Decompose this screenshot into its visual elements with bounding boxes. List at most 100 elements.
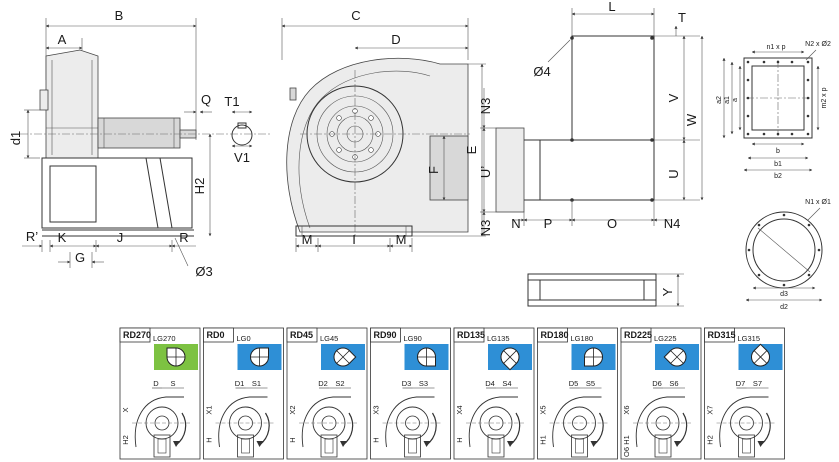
card-rd-label: RD180 — [541, 330, 569, 340]
front-view: C D E F — [281, 8, 486, 252]
card-s-label: S1 — [252, 379, 261, 388]
outlet-view: L T Ø4 V U W N3 U’ N3 — [478, 0, 704, 307]
card-rd-label: RD315 — [708, 330, 736, 340]
card-rd-label: RD0 — [207, 330, 225, 340]
card-d-label: D1 — [235, 379, 245, 388]
label-d3: d3 — [780, 291, 788, 298]
label-A: A — [58, 32, 67, 47]
label-G: G — [75, 250, 85, 265]
label-T1: T1 — [224, 94, 239, 109]
card-h-label: H2 — [121, 435, 130, 445]
label-d1: d1 — [8, 131, 23, 145]
label-Y: Y — [660, 287, 675, 296]
label-b: b — [776, 148, 780, 155]
label-Q: Q — [201, 92, 211, 107]
label-E: E — [464, 145, 479, 154]
label-R: R — [179, 230, 188, 245]
label-V1: V1 — [234, 150, 250, 165]
card-rd-label: RD135 — [457, 330, 485, 340]
card-x-label: X5 — [539, 405, 548, 414]
card-lg-label: LG270 — [153, 334, 176, 343]
label-N4: N4 — [664, 216, 681, 231]
card-rd-label: RD270 — [123, 330, 151, 340]
label-O: O — [607, 216, 617, 231]
orientation-icon — [663, 347, 687, 367]
card-d-label: D3 — [402, 379, 412, 388]
label-n1xp: n1 x p — [766, 44, 785, 51]
label-W: W — [684, 113, 699, 126]
label-a1: a1 — [724, 96, 731, 104]
orientation-icon — [417, 347, 436, 367]
card-h-label: H — [455, 437, 464, 442]
label-b2: b2 — [774, 173, 782, 180]
card-d-label: D5 — [569, 379, 579, 388]
side-view: B A d1 Q T1 — [8, 8, 270, 279]
card-d-label: D2 — [318, 379, 328, 388]
card-d-label: D6 — [652, 379, 662, 388]
label-N1xO1: N1 x Ø1 — [805, 199, 831, 206]
card-x-label: X2 — [288, 405, 297, 414]
label-N3-top: N3 — [478, 98, 493, 115]
card-s-label: S4 — [502, 379, 511, 388]
card-lg-label: LG180 — [571, 334, 594, 343]
card-d-label: D — [153, 379, 159, 388]
label-O4: Ø4 — [533, 64, 550, 79]
label-J: J — [117, 230, 124, 245]
label-U: U — [666, 169, 681, 178]
label-T: T — [678, 10, 686, 25]
label-F: F — [426, 166, 441, 174]
card-h2-label: O6 — [622, 447, 631, 457]
card-x-label: X3 — [372, 405, 381, 414]
label-H2: H2 — [192, 178, 207, 195]
label-K: K — [58, 230, 67, 245]
label-Rprime: R’ — [26, 229, 38, 244]
card-d-label: D7 — [736, 379, 746, 388]
card-rd-label: RD45 — [290, 330, 313, 340]
card-h-label: H — [288, 437, 297, 442]
label-V: V — [666, 93, 681, 102]
card-x-label: X6 — [622, 405, 631, 414]
label-M-left: M — [302, 232, 313, 247]
label-M-right: M — [396, 232, 407, 247]
orientation-icon — [584, 347, 603, 367]
card-s-label: S2 — [335, 379, 344, 388]
label-a2: a2 — [716, 96, 723, 104]
label-D: D — [391, 32, 400, 47]
label-Uprime: U’ — [478, 166, 493, 178]
label-L: L — [608, 0, 615, 14]
card-h-label: H1 — [539, 435, 548, 445]
orientation-icon — [500, 347, 520, 371]
card-x-label: X4 — [455, 405, 464, 414]
card-s-label: S3 — [419, 379, 428, 388]
card-x-label: X — [121, 407, 130, 412]
card-lg-label: LG135 — [487, 334, 510, 343]
orientation-icon — [166, 347, 186, 367]
card-s-label: S6 — [669, 379, 678, 388]
card-lg-label: LG90 — [404, 334, 422, 343]
label-P: P — [544, 216, 553, 231]
card-h-label: H — [372, 437, 381, 442]
label-a: a — [732, 98, 739, 102]
label-N: N — [511, 216, 520, 231]
card-h-label: H2 — [706, 435, 715, 445]
label-O3: Ø3 — [195, 264, 212, 279]
card-lg-label: LG225 — [654, 334, 677, 343]
card-d-label: D4 — [485, 379, 495, 388]
orientation-icon — [751, 343, 770, 367]
card-x-label: X7 — [706, 405, 715, 414]
card-x-label: X1 — [205, 405, 214, 414]
label-N2xO2: N2 x Ø2 — [805, 41, 831, 48]
label-b1: b1 — [774, 161, 782, 168]
flange-details: n1 x p N2 x Ø2 a2 a1 a m2 x p b b1 b2 N1… — [716, 41, 831, 311]
card-s-label: S — [170, 379, 175, 388]
orientation-icon — [333, 347, 357, 367]
